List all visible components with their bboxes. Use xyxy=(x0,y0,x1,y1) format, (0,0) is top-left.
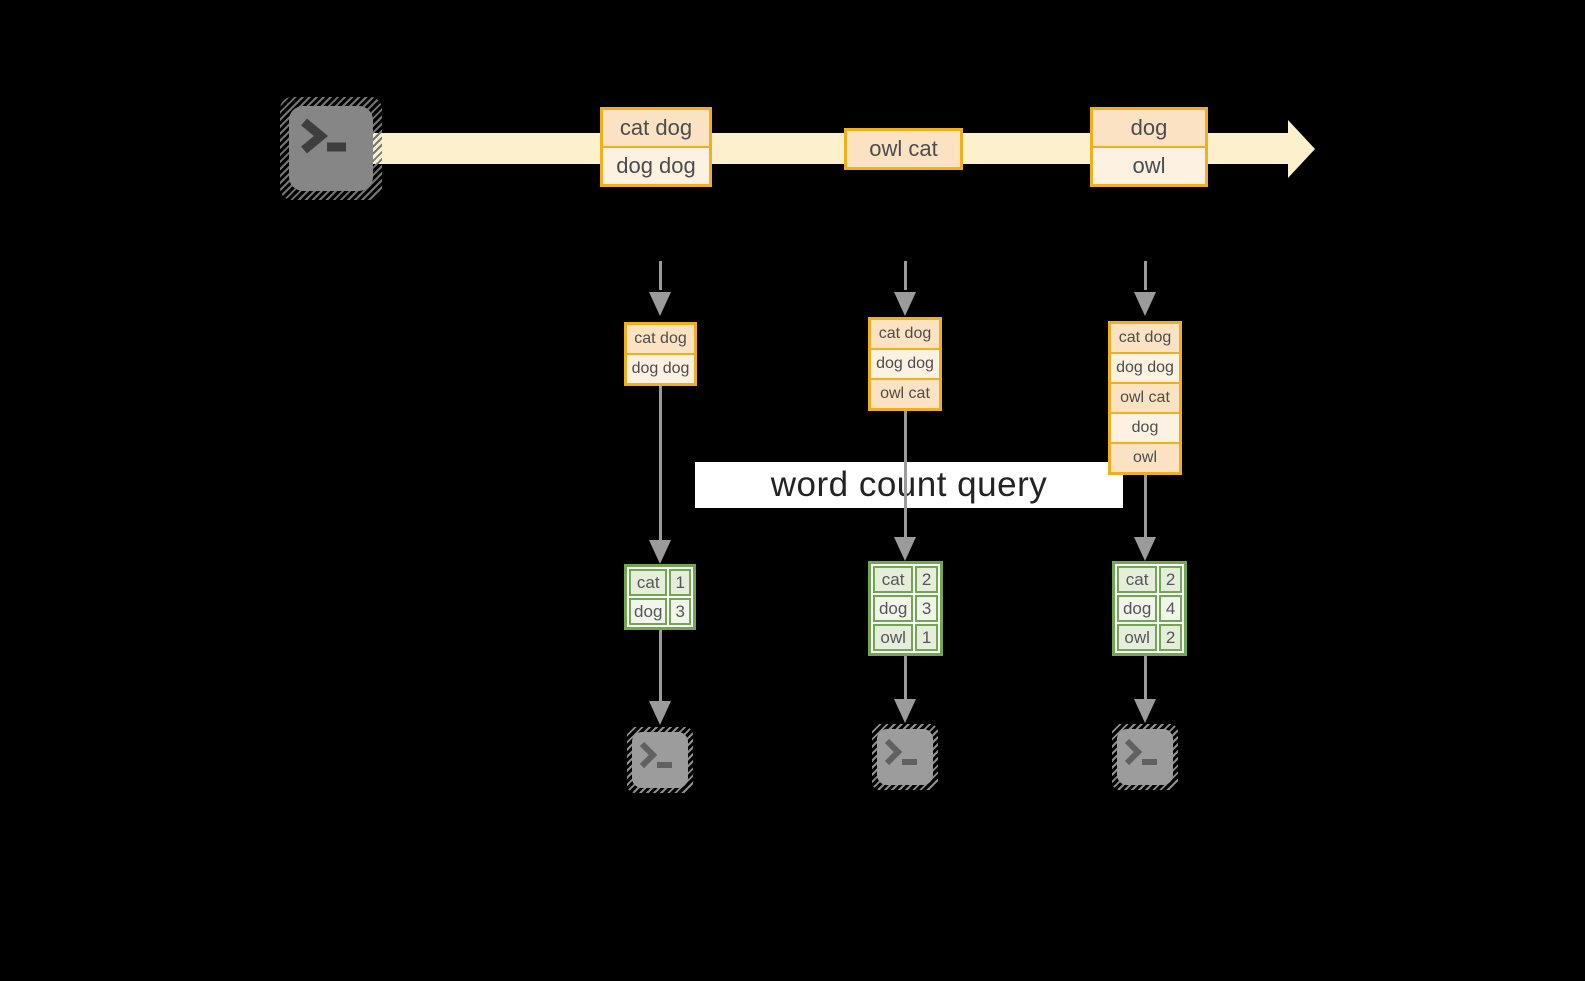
buffer-row: dog xyxy=(1111,412,1179,442)
source-terminal-icon xyxy=(280,97,382,200)
sink-arrow-head-icon xyxy=(1134,699,1156,723)
count-value: 2 xyxy=(915,566,938,593)
sink-arrow-shaft xyxy=(904,656,907,699)
count-value: 3 xyxy=(915,595,938,622)
count-word: cat xyxy=(629,569,668,596)
buffer-row: dog dog xyxy=(1111,352,1179,382)
terminal-prompt-glyph-icon xyxy=(301,118,346,154)
terminal-body xyxy=(877,729,933,785)
stream-batch-2: owl cat xyxy=(844,128,963,170)
dashed-arrow-head-icon xyxy=(1134,292,1156,316)
buffer-stack-1: cat dog dog dog xyxy=(624,322,697,386)
buffer-row: dog dog xyxy=(871,348,939,378)
query-arrow-head-icon xyxy=(894,537,916,561)
batch-row: dog dog xyxy=(603,146,709,184)
stream-batch-3: dog owl xyxy=(1090,107,1208,187)
buffer-row: owl xyxy=(1111,442,1179,472)
batch-row: dog xyxy=(1093,110,1205,146)
batch-row: owl cat xyxy=(847,131,960,167)
buffer-row: owl cat xyxy=(871,378,939,408)
count-word: cat xyxy=(873,566,914,593)
count-word: owl xyxy=(1117,624,1158,651)
count-value: 4 xyxy=(1159,595,1182,622)
sink-arrow-shaft xyxy=(659,630,662,701)
count-word: dog xyxy=(1117,595,1158,622)
sink-arrow-head-icon xyxy=(649,701,671,725)
dashed-arrow-head-icon xyxy=(894,292,916,316)
count-value: 2 xyxy=(1159,624,1182,651)
stream-band-arrowhead-icon xyxy=(1288,120,1315,178)
batch-row: cat dog xyxy=(603,110,709,146)
buffer-row: cat dog xyxy=(1111,324,1179,352)
count-word: dog xyxy=(629,598,668,625)
sink-terminal-icon xyxy=(872,724,938,790)
count-table-3: cat 2 dog 4 owl 2 xyxy=(1112,561,1187,656)
sink-terminal-icon xyxy=(1112,724,1178,790)
count-table-1: cat 1 dog 3 xyxy=(624,564,696,630)
query-arrow-head-icon xyxy=(649,540,671,564)
buffer-row: cat dog xyxy=(871,320,939,348)
stream-batch-1: cat dog dog dog xyxy=(600,107,712,187)
buffer-stack-2: cat dog dog dog owl cat xyxy=(868,317,942,411)
sink-terminal-icon xyxy=(627,727,693,793)
count-word: owl xyxy=(873,624,914,651)
buffer-row: cat dog xyxy=(627,325,694,353)
terminal-prompt-glyph-icon xyxy=(639,741,672,769)
query-arrow-head-icon xyxy=(1134,537,1156,561)
sink-arrow-head-icon xyxy=(894,699,916,723)
buffer-stack-3: cat dog dog dog owl cat dog owl xyxy=(1108,321,1182,475)
dashed-arrow-head-icon xyxy=(649,292,671,316)
count-table-2: cat 2 dog 3 owl 1 xyxy=(868,561,943,656)
buffer-row: owl cat xyxy=(1111,382,1179,412)
terminal-prompt-glyph-icon xyxy=(1124,738,1157,766)
terminal-body xyxy=(1117,729,1173,785)
count-value: 2 xyxy=(1159,566,1182,593)
count-word: dog xyxy=(873,595,914,622)
sink-arrow-shaft xyxy=(1144,656,1147,699)
query-banner-label: word count query xyxy=(770,465,1048,504)
dashed-arrow-shaft xyxy=(659,261,662,290)
query-arrow-shaft xyxy=(1144,475,1147,537)
count-value: 1 xyxy=(915,624,938,651)
terminal-prompt-glyph-icon xyxy=(884,738,917,766)
terminal-body xyxy=(632,732,688,788)
query-banner: word count query xyxy=(695,462,1123,508)
count-value: 3 xyxy=(669,598,691,625)
query-arrow-shaft xyxy=(659,386,662,540)
batch-row: owl xyxy=(1093,146,1205,184)
count-value: 1 xyxy=(669,569,691,596)
dashed-arrow-shaft xyxy=(1144,261,1147,290)
buffer-row: dog dog xyxy=(627,353,694,383)
query-arrow-shaft xyxy=(904,411,907,537)
dashed-arrow-shaft xyxy=(904,261,907,290)
count-word: cat xyxy=(1117,566,1158,593)
